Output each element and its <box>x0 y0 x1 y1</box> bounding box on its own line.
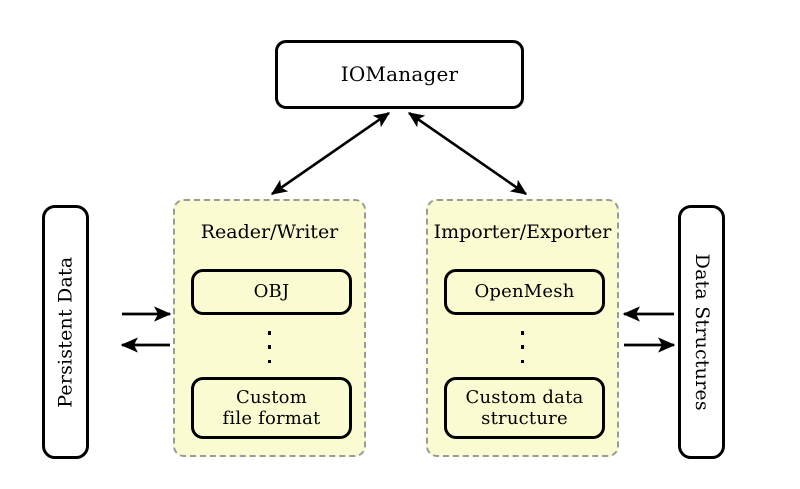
reader-writer-ellipsis-icon <box>175 327 364 367</box>
persistent-data-node[interactable]: Persistent Data <box>42 205 89 459</box>
data-structures-label: Data Structures <box>690 253 713 411</box>
importer-exporter-panel: Importer/Exporter OpenMesh Custom data s… <box>426 199 619 457</box>
connector-manager-reader-writer <box>270 111 391 196</box>
reader-writer-item-custom-file-format[interactable]: Custom file format <box>191 377 352 439</box>
reader-writer-item-custom-file-format-label: Custom file format <box>222 386 321 429</box>
importer-exporter-item-openmesh-label: OpenMesh <box>474 281 575 303</box>
importer-exporter-item-custom-data-structure[interactable]: Custom data structure <box>444 377 605 439</box>
reader-writer-title: Reader/Writer <box>200 221 339 243</box>
importer-exporter-item-openmesh[interactable]: OpenMesh <box>444 269 605 315</box>
io-manager-label: IOManager <box>340 61 459 86</box>
reader-writer-item-obj[interactable]: OBJ <box>191 269 352 315</box>
connector-manager-importer-exporter <box>407 111 528 196</box>
importer-exporter-item-custom-data-structure-label: Custom data structure <box>465 386 584 429</box>
io-manager-node[interactable]: IOManager <box>275 40 524 109</box>
importer-exporter-ellipsis-icon <box>428 327 617 367</box>
data-structures-node[interactable]: Data Structures <box>678 205 725 459</box>
reader-writer-panel: Reader/Writer OBJ Custom file format <box>173 199 366 457</box>
importer-exporter-title: Importer/Exporter <box>433 221 612 243</box>
reader-writer-item-obj-label: OBJ <box>253 281 290 303</box>
persistent-data-label: Persistent Data <box>54 256 77 408</box>
